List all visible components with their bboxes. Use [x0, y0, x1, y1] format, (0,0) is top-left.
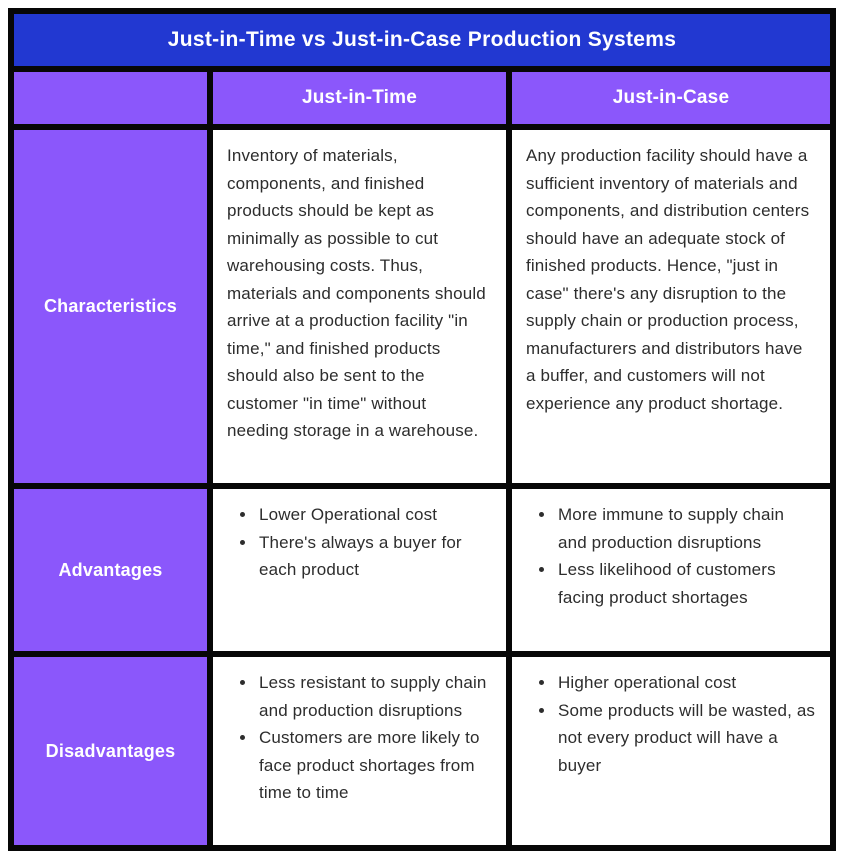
- list-item: Some products will be wasted, as not eve…: [556, 697, 816, 780]
- row-label-advantages: Advantages: [14, 489, 207, 651]
- characteristics-jic-text: Any production facility should have a su…: [526, 146, 810, 413]
- row-label-disadvantages: Disadvantages: [14, 657, 207, 845]
- table-title: Just-in-Time vs Just-in-Case Production …: [167, 28, 677, 51]
- cell-disadvantages-jic: Higher operational cost Some products wi…: [512, 657, 830, 845]
- corner-cell: [14, 72, 207, 124]
- advantages-jit-list: Lower Operational cost There's always a …: [227, 501, 492, 584]
- list-item: Customers are more likely to face produc…: [257, 724, 492, 807]
- table-title-bar: Just-in-Time vs Just-in-Case Production …: [14, 14, 830, 66]
- cell-characteristics-jic: Any production facility should have a su…: [512, 130, 830, 483]
- column-header-just-in-time: Just-in-Time: [213, 72, 506, 124]
- cell-characteristics-jit: Inventory of materials, components, and …: [213, 130, 506, 483]
- list-item: There's always a buyer for each product: [257, 529, 492, 584]
- cell-advantages-jit: Lower Operational cost There's always a …: [213, 489, 506, 651]
- list-item: Lower Operational cost: [257, 501, 492, 529]
- list-item: Less resistant to supply chain and produ…: [257, 669, 492, 724]
- advantages-jic-list: More immune to supply chain and producti…: [526, 501, 816, 611]
- comparison-table: Just-in-Time vs Just-in-Case Production …: [8, 8, 836, 851]
- row-label-characteristics: Characteristics: [14, 130, 207, 483]
- cell-advantages-jic: More immune to supply chain and producti…: [512, 489, 830, 651]
- cell-disadvantages-jit: Less resistant to supply chain and produ…: [213, 657, 506, 845]
- list-item: More immune to supply chain and producti…: [556, 501, 816, 556]
- column-header-just-in-case: Just-in-Case: [512, 72, 830, 124]
- disadvantages-jic-list: Higher operational cost Some products wi…: [526, 669, 816, 779]
- disadvantages-jit-list: Less resistant to supply chain and produ…: [227, 669, 492, 807]
- list-item: Higher operational cost: [556, 669, 816, 697]
- characteristics-jit-text: Inventory of materials, components, and …: [227, 146, 486, 441]
- list-item: Less likelihood of customers facing prod…: [556, 556, 816, 611]
